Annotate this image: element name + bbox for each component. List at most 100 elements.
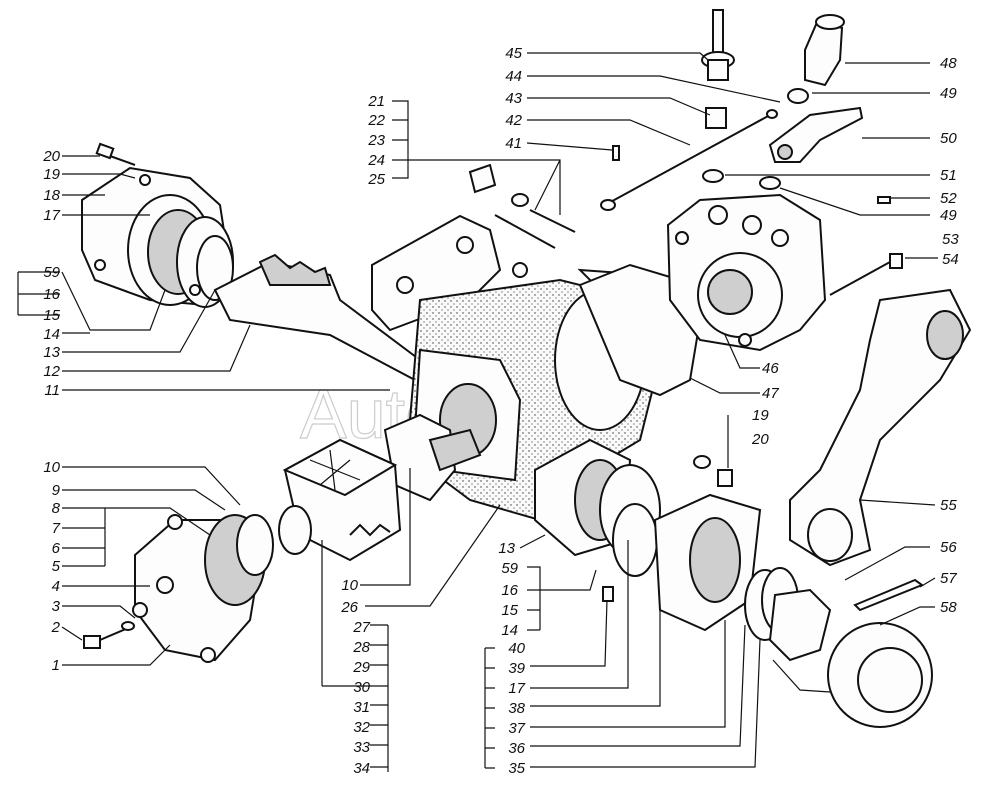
callout-25: 25 (367, 171, 385, 188)
left-flange-cover (81, 166, 234, 308)
callout-38: 38 (508, 700, 525, 717)
callout-16: 16 (43, 286, 60, 303)
callout-8: 8 (52, 500, 61, 517)
bolt-19-right (693, 455, 733, 487)
callout-47: 47 (762, 385, 779, 402)
spring-and-nut (744, 567, 832, 662)
callout-57: 57 (940, 570, 957, 587)
callout-26: 26 (340, 599, 358, 616)
callout-labels: 2019181759161514131211109876543212122232… (42, 45, 959, 777)
callout-5: 5 (52, 558, 61, 575)
callout-56: 56 (940, 539, 957, 556)
callout-55: 55 (940, 497, 957, 514)
callout-10: 10 (341, 577, 358, 594)
bolt-53 (829, 253, 903, 296)
callout-39: 39 (508, 660, 525, 677)
control-valve (666, 193, 827, 352)
callout-7: 7 (52, 520, 61, 537)
callout-6: 6 (52, 540, 61, 557)
callout-44: 44 (505, 68, 522, 85)
parts-drawing (81, 9, 972, 728)
callout-50: 50 (940, 130, 957, 147)
callout-59: 59 (501, 560, 518, 577)
callout-1: 1 (52, 657, 60, 674)
callout-29: 29 (352, 659, 370, 676)
callout-11: 11 (44, 382, 60, 399)
callout-52: 52 (940, 190, 957, 207)
studs-21-25 (468, 163, 576, 249)
leader-lines (17, 52, 938, 772)
callout-16: 16 (501, 582, 518, 599)
callout-14: 14 (43, 326, 60, 343)
pin-41 (612, 145, 620, 161)
pin-52 (877, 196, 891, 204)
callout-36: 36 (508, 740, 525, 757)
callout-3: 3 (52, 598, 61, 615)
callout-20: 20 (42, 148, 60, 165)
callout-42: 42 (505, 112, 522, 129)
ring-51 (702, 169, 724, 183)
screw-20 (95, 142, 136, 166)
callout-28: 28 (352, 639, 370, 656)
callout-19: 19 (752, 407, 769, 424)
callout-45: 45 (505, 45, 522, 62)
rack-piston (282, 438, 402, 562)
end-flange-right (653, 493, 762, 632)
callout-53: 53 (942, 231, 959, 248)
bearing-right (534, 438, 661, 577)
callout-46: 46 (762, 360, 779, 377)
pipe-42 (600, 109, 778, 211)
callout-15: 15 (501, 602, 518, 619)
mounting-bracket (371, 214, 528, 332)
callout-15: 15 (43, 307, 60, 324)
callout-49: 49 (940, 207, 957, 224)
callout-10: 10 (43, 459, 60, 476)
callout-9: 9 (52, 482, 61, 499)
callout-24: 24 (367, 152, 385, 169)
callout-58: 58 (940, 599, 957, 616)
callout-13: 13 (43, 344, 60, 361)
callout-59: 59 (43, 264, 60, 281)
callout-12: 12 (43, 363, 60, 380)
callout-31: 31 (353, 699, 370, 716)
bolt-2 (83, 621, 135, 649)
callout-30: 30 (353, 679, 370, 696)
callout-37: 37 (508, 720, 525, 737)
callout-33: 33 (353, 739, 370, 756)
callout-20: 20 (751, 431, 769, 448)
banjo-bolt-48 (804, 14, 845, 87)
fitting-45 (701, 9, 735, 81)
callout-43: 43 (505, 90, 522, 107)
callout-34: 34 (353, 760, 370, 777)
callout-21: 21 (367, 93, 385, 110)
key-40 (602, 586, 614, 602)
callout-22: 22 (367, 112, 385, 129)
nut-43 (705, 107, 727, 129)
callout-19: 19 (43, 166, 60, 183)
callout-40: 40 (508, 640, 525, 657)
callout-14: 14 (501, 622, 518, 639)
callout-51: 51 (940, 167, 957, 184)
main-shaft (213, 253, 422, 382)
callout-17: 17 (43, 207, 60, 224)
callout-23: 23 (367, 132, 385, 149)
callout-49: 49 (940, 85, 957, 102)
callout-27: 27 (352, 619, 370, 636)
banjo-50 (768, 106, 864, 163)
callout-41: 41 (505, 135, 522, 152)
callout-17: 17 (508, 680, 525, 697)
ring-49-mid (759, 176, 781, 190)
end-cover (132, 505, 312, 663)
callout-4: 4 (52, 578, 60, 595)
callout-2: 2 (51, 619, 61, 636)
seal-58 (827, 622, 933, 728)
ring-49-top (787, 88, 809, 104)
callout-35: 35 (508, 760, 525, 777)
pitman-arm (789, 288, 972, 567)
callout-48: 48 (940, 55, 957, 72)
cotter-pin-57 (853, 578, 925, 612)
callout-18: 18 (43, 187, 60, 204)
callout-13: 13 (498, 540, 515, 557)
